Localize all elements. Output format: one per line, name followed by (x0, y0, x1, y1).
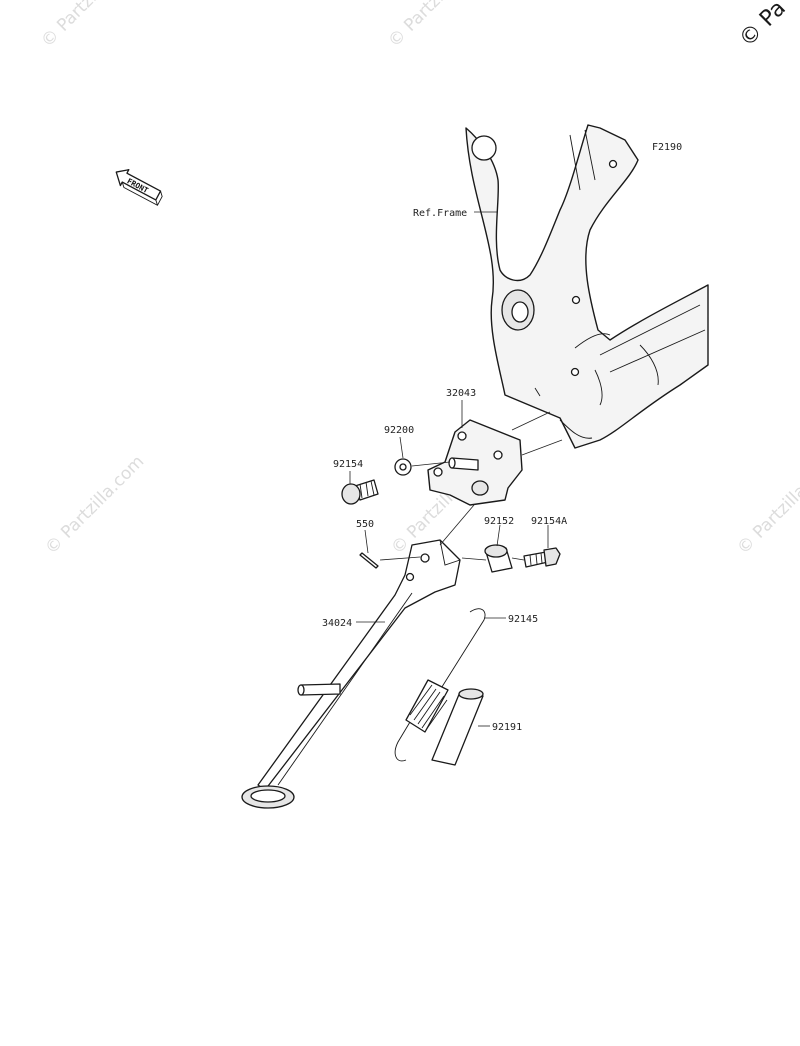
label-92152: 92152 (484, 516, 514, 527)
watermark: © Partzilla.com (384, 0, 491, 52)
part-92154-bolt (341, 479, 379, 505)
part-92145-spring (394, 608, 486, 762)
part-32043-bracket (427, 419, 523, 506)
label-92191: 92191 (492, 722, 522, 733)
frame-hole (471, 135, 497, 161)
label-550: 550 (356, 519, 374, 530)
part-92191-sleeve (431, 688, 484, 766)
label-92145: 92145 (508, 614, 538, 625)
part-92154a-bolt (523, 547, 561, 568)
watermark: © Partzilla.com (37, 0, 144, 52)
frame-reference (465, 124, 709, 449)
watermark-layer: © Partzilla.com © Partzilla.com © Partzi… (37, 0, 800, 559)
label-92200: 92200 (384, 425, 414, 436)
part-550-pin (359, 552, 379, 569)
part-92152-collar (484, 544, 513, 573)
label-92154a: 92154A (531, 516, 567, 527)
part-labels: 32043 92200 92154 550 92152 92154A 34024… (322, 388, 567, 733)
label-92154: 92154 (333, 459, 363, 470)
corner-watermark: © Pa (735, 0, 791, 52)
diagram-code: F2190 (652, 142, 682, 153)
leader-lines (349, 400, 563, 727)
watermark: © Partzilla.com (41, 452, 148, 559)
front-arrow-icon: FRONT (115, 169, 163, 206)
watermark: © Partzilla.com (733, 452, 800, 559)
ref-frame-label: Ref.Frame (413, 208, 467, 219)
label-34024: 34024 (322, 618, 352, 629)
part-34024-side-stand (241, 539, 461, 809)
label-32043: 32043 (446, 388, 476, 399)
